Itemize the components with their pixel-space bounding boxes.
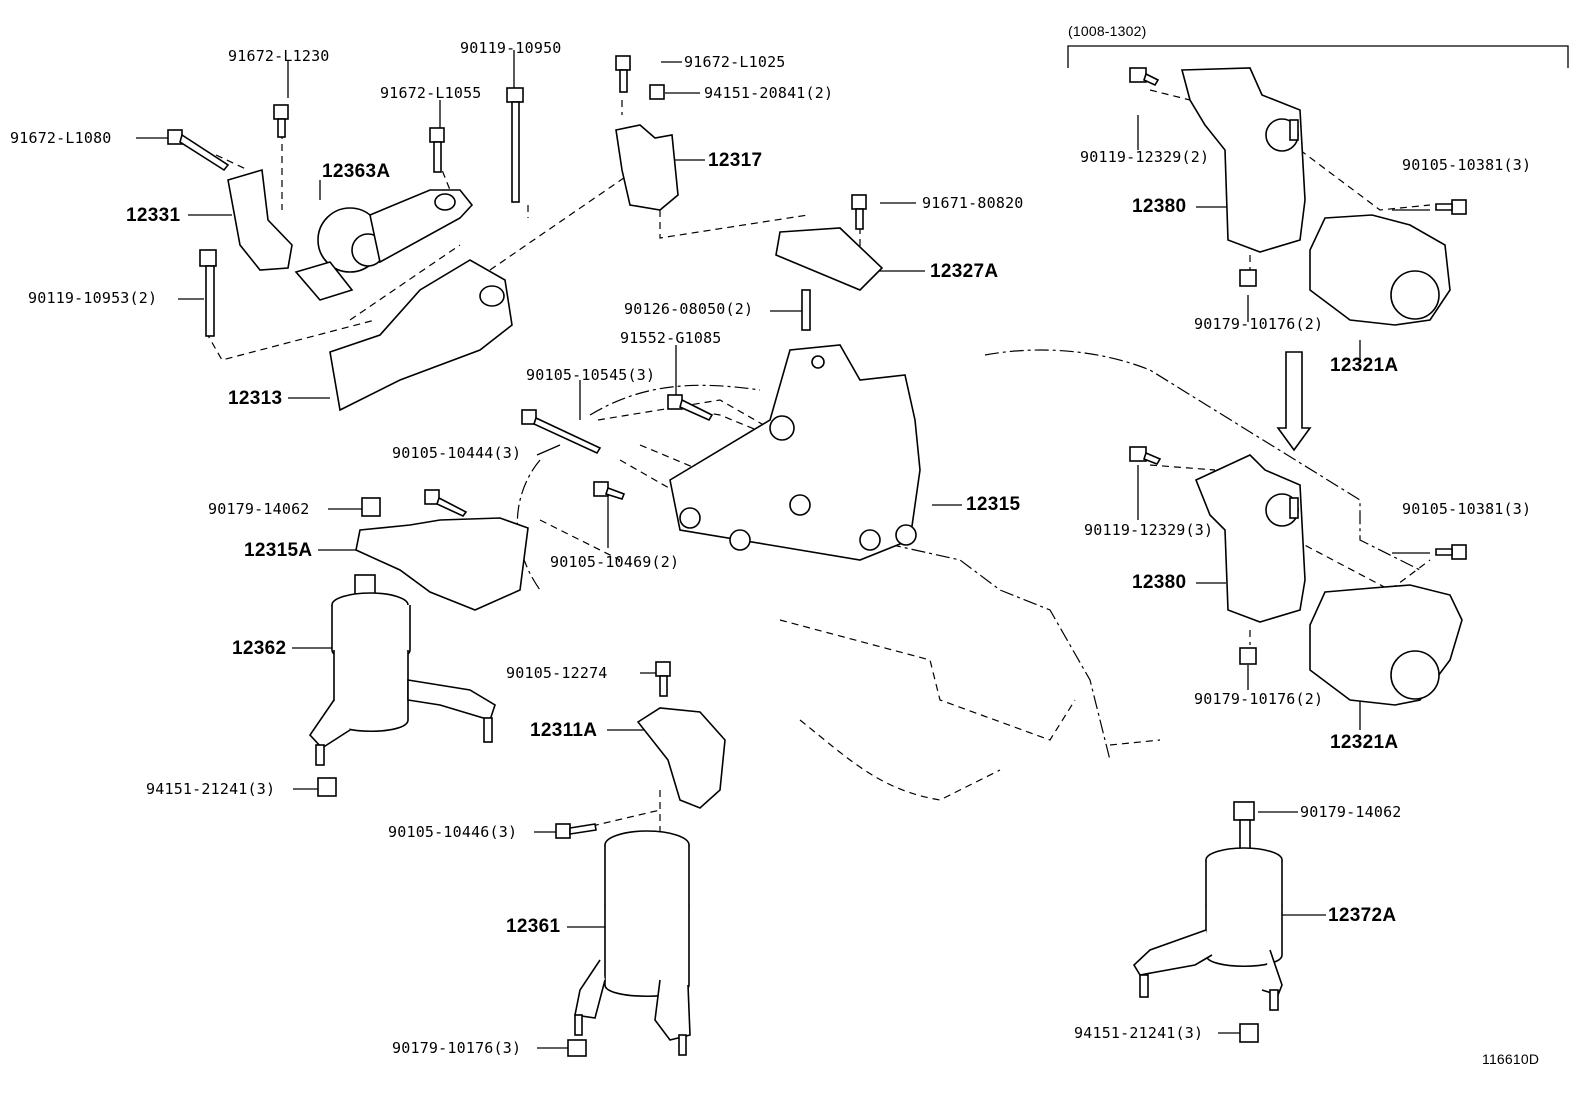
bracket-12315 (669, 344, 921, 561)
label-94151-21241-right: 94151-21241(3) (1074, 1024, 1204, 1042)
nut-90179-14062-right (1233, 801, 1255, 851)
nut-90179-10176-bottom (567, 1039, 587, 1057)
label-12331: 12331 (126, 205, 181, 226)
arrow-down (1276, 351, 1312, 452)
label-91672-L1230: 91672-L1230 (228, 47, 330, 65)
label-91672-L1080: 91672-L1080 (10, 129, 112, 147)
nut-90179-10176-top (1239, 269, 1257, 287)
mount-12362 (308, 574, 496, 766)
label-90126-08050: 90126-08050(2) (624, 300, 754, 318)
bolt-91672-L1055 (429, 127, 445, 173)
bolt-90119-10953 (199, 249, 217, 337)
bracket-12315-holes (679, 355, 917, 551)
label-90119-10953: 90119-10953(2) (28, 289, 158, 307)
label-12311A: 12311A (530, 720, 598, 741)
nut-94151-21241-left (317, 777, 337, 797)
label-94151-21241-left: 94151-21241(3) (146, 780, 276, 798)
label-12321A-top: 12321A (1330, 355, 1399, 376)
bolt-90105-10381-mid (1435, 544, 1467, 560)
label-12327A: 12327A (930, 261, 999, 282)
label-12372A: 12372A (1328, 905, 1397, 926)
label-90119-10950: 90119-10950 (460, 39, 562, 57)
bolt-91672-L1025 (615, 55, 631, 93)
leader-lines (136, 50, 1431, 1049)
nut-90179-14062-left (361, 497, 381, 517)
bolt-90105-10446 (555, 823, 597, 839)
mount-12361 (574, 830, 691, 1056)
bolt-91672-L1080 (167, 129, 230, 172)
nut-94151-20841 (649, 84, 665, 100)
figure-number: 116610D (1482, 1051, 1540, 1067)
bolt-90119-12329-top (1129, 67, 1160, 87)
label-90179-10176-mid: 90179-10176(2) (1194, 690, 1324, 708)
bolt-90105-10444 (424, 489, 468, 517)
label-12361: 12361 (506, 916, 561, 937)
bolt-91671-80820 (851, 194, 867, 230)
label-91672-L1025: 91672-L1025 (684, 53, 786, 71)
label-90105-10381-top: 90105-10381(3) (1402, 156, 1532, 174)
label-90105-10469: 90105-10469(2) (550, 553, 680, 571)
nut-90179-10176-mid (1239, 647, 1257, 665)
label-12313: 12313 (228, 388, 283, 409)
bracket-12327A (775, 227, 884, 291)
label-94151-20841: 94151-20841(2) (704, 84, 834, 102)
bolt-90119-12329-mid (1129, 446, 1162, 465)
engine-block-lines (779, 619, 1161, 801)
bolt-90105-12274 (655, 661, 671, 697)
label-91672-L1055: 91672-L1055 (380, 84, 482, 102)
date-range-label: (1008-1302) (1068, 23, 1147, 39)
label-90179-10176-bottom: 90179-10176(3) (392, 1039, 522, 1057)
bracket-12321A-mid (1309, 584, 1463, 706)
label-12317: 12317 (708, 150, 763, 171)
bracket-12317 (615, 124, 679, 211)
nut-94151-21241-right (1239, 1023, 1259, 1043)
label-90179-10176-top: 90179-10176(2) (1194, 315, 1324, 333)
label-91671-80820: 91671-80820 (922, 194, 1024, 212)
label-12321A-mid: 12321A (1330, 732, 1399, 753)
stud-90126-08050 (801, 289, 811, 331)
label-90119-12329-mid: 90119-12329(3) (1084, 521, 1214, 539)
label-12315A: 12315A (244, 540, 313, 561)
torque-rod-12363A (294, 189, 474, 301)
bracket-12311A (636, 707, 726, 809)
bracket-12331 (227, 168, 293, 271)
bracket-12321A-mid-ring (1390, 650, 1440, 700)
label-91552-G1085: 91552-G1085 (620, 329, 722, 347)
mount-12380-top (1180, 67, 1306, 253)
mount-12380-top-stud (1289, 119, 1299, 141)
bracket-12321A-top-ring (1390, 270, 1440, 320)
bolt-90119-10950 (506, 87, 524, 203)
bracket-12313-hole (479, 285, 505, 307)
date-range-bracket (1067, 45, 1569, 68)
bolt-90105-10469 (593, 481, 626, 500)
bolt-91672-L1230 (273, 104, 289, 138)
label-12380-mid: 12380 (1132, 572, 1187, 593)
label-90105-10545: 90105-10545(3) (526, 366, 656, 384)
mount-12380-mid-stud (1289, 497, 1299, 519)
label-90119-12329-top: 90119-12329(2) (1080, 148, 1210, 166)
label-90179-14062-left: 90179-14062 (208, 500, 310, 518)
bracket-12313 (329, 259, 513, 412)
engine-outline (516, 349, 1421, 761)
label-90179-14062-right: 90179-14062 (1300, 803, 1402, 821)
bolt-90105-10381-top (1435, 199, 1467, 215)
label-12363A: 12363A (322, 161, 391, 182)
label-90105-10381-mid: 90105-10381(3) (1402, 500, 1532, 518)
label-90105-10446: 90105-10446(3) (388, 823, 518, 841)
label-90105-10444: 90105-10444(3) (392, 444, 522, 462)
label-12315: 12315 (966, 494, 1021, 515)
bracket-12315A (355, 517, 529, 611)
bolt-90105-10545 (521, 409, 602, 455)
label-12380-top: 12380 (1132, 196, 1187, 217)
label-90105-12274: 90105-12274 (506, 664, 608, 682)
label-12362: 12362 (232, 638, 287, 659)
mount-12372A (1132, 847, 1283, 1011)
bolt-91552-G1085 (667, 394, 714, 422)
